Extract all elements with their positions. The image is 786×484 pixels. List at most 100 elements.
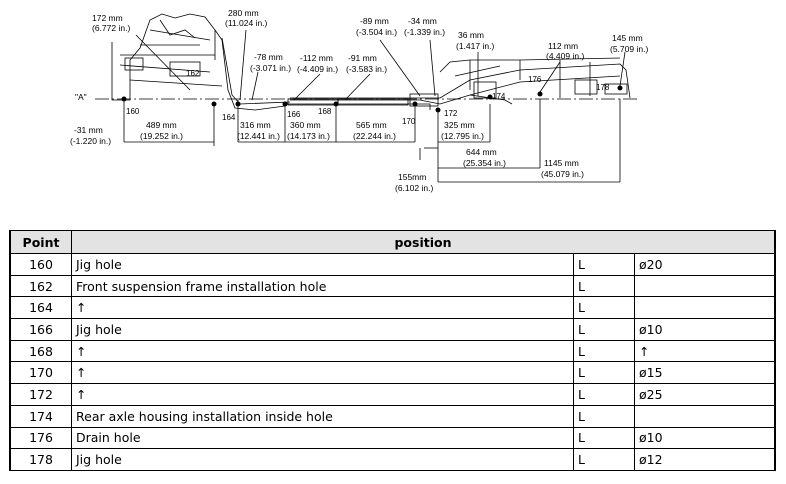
point-cell: 178 — [9, 448, 72, 471]
dim-minus112-in: (-4.409 in.) — [297, 64, 338, 74]
front-body-outline — [111, 13, 216, 101]
point-label-168: 168 — [318, 107, 332, 116]
diameter-cell: ø10 — [634, 318, 776, 341]
dim-172-in: (6.772 in.) — [92, 23, 130, 33]
position-cell: Jig hole — [71, 253, 574, 276]
point-cell: 160 — [9, 253, 72, 276]
dim-112-in: (4.409 in.) — [546, 51, 584, 61]
dim-minus31-mm: -31 mm — [74, 125, 103, 135]
side-cell: L — [573, 426, 635, 450]
dim-565-in: (22.244 in.) — [353, 131, 396, 141]
diameter-cell: ø12 — [634, 448, 776, 471]
point-label-172: 172 — [444, 109, 458, 118]
side-cell: L — [573, 404, 635, 428]
diameter-cell: ø20 — [634, 253, 776, 276]
point-label-176: 176 — [528, 75, 542, 84]
side-cell: L — [573, 383, 635, 406]
diameter-cell: ø25 — [634, 383, 776, 406]
position-cell: ↑ — [71, 383, 574, 406]
underbody-dimension-diagram: "A" 160 162 164 166 168 170 172 174 176 … — [70, 8, 648, 193]
side-cell: L — [573, 448, 635, 471]
dim-155-in: (6.102 in.) — [395, 183, 433, 193]
dim-minus89-in: (-3.504 in.) — [356, 27, 397, 37]
position-cell: Jig hole — [71, 448, 574, 471]
position-cell: Rear axle housing installation inside ho… — [71, 404, 574, 428]
dim-316-mm: 316 mm — [240, 120, 271, 130]
position-cell: Drain hole — [71, 426, 574, 450]
header-point: Point — [9, 230, 72, 254]
position-cell: ↑ — [71, 361, 574, 385]
side-cell: L — [573, 296, 635, 320]
diameter-cell: ↑ — [634, 339, 776, 363]
side-cell: L — [573, 253, 635, 276]
table-header-row: Point position — [9, 230, 776, 254]
point-cell: 164 — [9, 296, 72, 320]
table-row: 168↑L↑ — [9, 339, 776, 363]
position-cell: ↑ — [71, 339, 574, 363]
dim-280-mm: 280 mm — [228, 8, 259, 18]
point-label-166: 166 — [287, 110, 301, 119]
point-cell: 176 — [9, 426, 72, 450]
dim-minus112-mm: -112 mm — [300, 53, 333, 63]
dim-565-mm: 565 mm — [356, 120, 387, 130]
dim-36-mm: 36 mm — [458, 30, 484, 40]
diameter-cell — [634, 274, 776, 298]
point-cell: 170 — [9, 361, 72, 385]
dim-minus78-in: (-3.071 in.) — [250, 63, 291, 73]
point-cell: 172 — [9, 383, 72, 406]
dim-325-mm: 325 mm — [444, 120, 475, 130]
diameter-cell — [634, 404, 776, 428]
dim-155-mm: 155mm — [398, 172, 426, 182]
point-cell: 174 — [9, 404, 72, 428]
side-cell: L — [573, 274, 635, 298]
reference-label-a: "A" — [75, 92, 87, 102]
dim-36-in: (1.417 in.) — [456, 41, 494, 51]
dim-1145-in: (45.079 in.) — [541, 169, 584, 179]
table-row: 164↑L — [9, 296, 776, 320]
point-label-170: 170 — [402, 117, 416, 126]
dim-280-in: (11.024 in.) — [225, 18, 268, 28]
dim-minus78-mm: -78 mm — [254, 52, 283, 62]
dim-minus31-in: (-1.220 in.) — [70, 136, 111, 146]
point-label-178: 178 — [596, 83, 610, 92]
dim-325-in: (12.795 in.) — [441, 131, 484, 141]
point-label-174: 174 — [492, 92, 506, 101]
diameter-cell — [634, 296, 776, 320]
dim-minus91-in: (-3.583 in.) — [346, 64, 387, 74]
point-label-164: 164 — [222, 113, 236, 122]
dim-minus91-mm: -91 mm — [348, 53, 377, 63]
point-cell: 168 — [9, 339, 72, 363]
dim-minus34-mm: -34 mm — [408, 16, 437, 26]
dim-360-mm: 360 mm — [290, 120, 321, 130]
side-cell: L — [573, 339, 635, 363]
dim-minus34-in: (-1.339 in.) — [404, 27, 445, 37]
dim-112-mm: 112 mm — [548, 41, 578, 51]
position-cell: ↑ — [71, 296, 574, 320]
dim-644-in: (25.354 in.) — [463, 158, 506, 168]
dim-145-in: (5.709 in.) — [610, 44, 648, 54]
point-cell: 162 — [9, 274, 72, 298]
point-cell: 166 — [9, 318, 72, 341]
diameter-cell: ø15 — [634, 361, 776, 385]
dim-644-mm: 644 mm — [466, 147, 497, 157]
header-position: position — [71, 230, 776, 254]
dim-360-in: (14.173 in.) — [287, 131, 330, 141]
dim-145-mm: 145 mm — [612, 33, 643, 43]
side-cell: L — [573, 318, 635, 341]
position-cell: Jig hole — [71, 318, 574, 341]
point-label-160: 160 — [126, 107, 140, 116]
dim-1145-mm: 1145 mm — [544, 158, 579, 168]
side-cell: L — [573, 361, 635, 385]
dim-172-mm: 172 mm — [92, 13, 123, 23]
dim-minus89-mm: -89 mm — [360, 16, 389, 26]
dim-316-in: (12.441 in.) — [237, 131, 280, 141]
